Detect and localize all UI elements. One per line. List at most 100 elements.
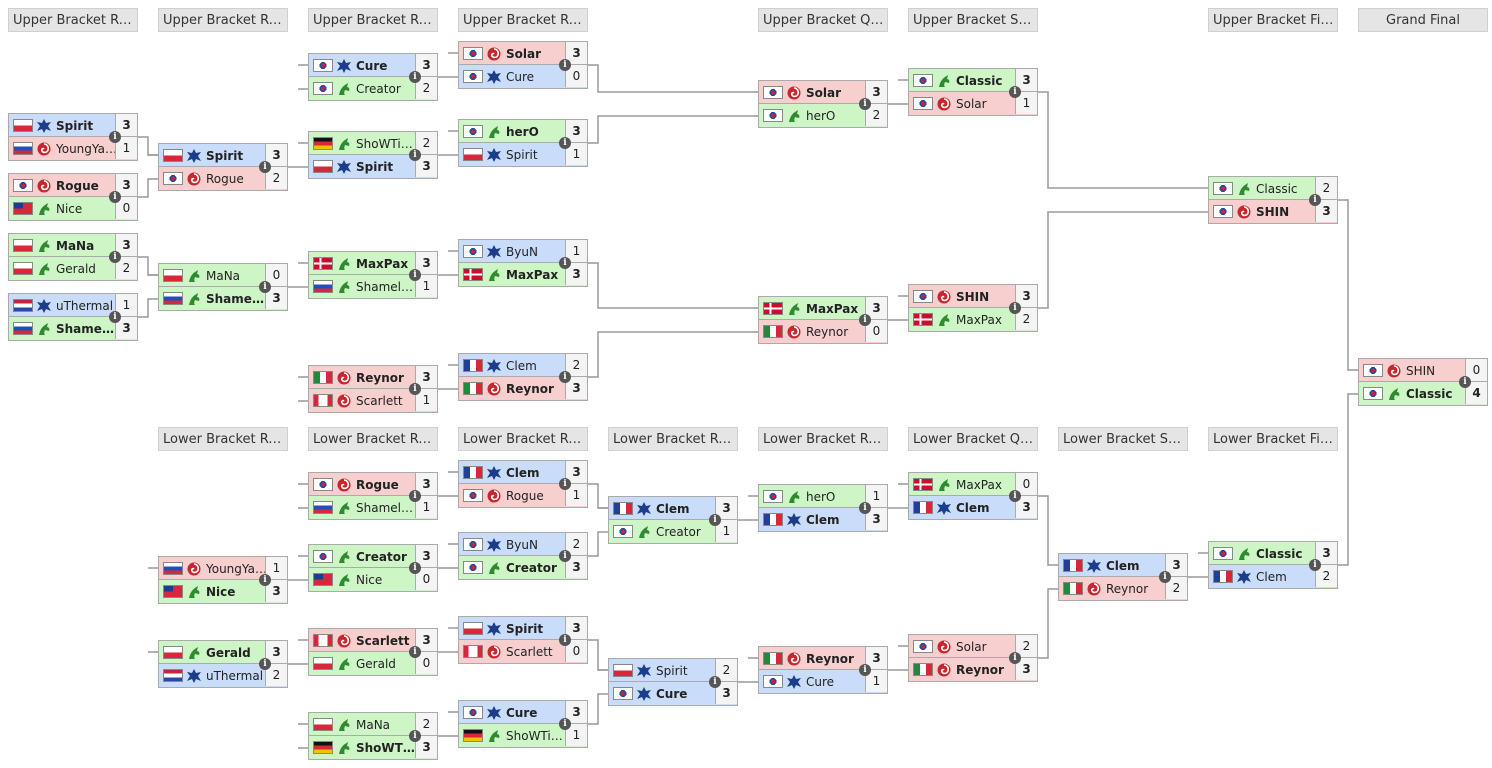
- player-name[interactable]: SHIN: [956, 290, 990, 304]
- player-name[interactable]: Classic: [1406, 387, 1453, 401]
- player-name[interactable]: Cure: [506, 70, 535, 84]
- player-name[interactable]: Reynor: [956, 663, 1004, 677]
- player-name[interactable]: Spirit: [206, 149, 244, 163]
- match-info-icon[interactable]: i: [109, 311, 121, 323]
- player-name[interactable]: Solar: [506, 47, 542, 61]
- player-name[interactable]: MaxPax: [956, 313, 1002, 327]
- match-info-icon[interactable]: i: [559, 257, 571, 269]
- match-info-icon[interactable]: i: [559, 371, 571, 383]
- match-info-icon[interactable]: i: [1009, 302, 1021, 314]
- player-name[interactable]: Scarlett: [356, 634, 410, 648]
- match-info-icon[interactable]: i: [709, 514, 721, 526]
- player-name[interactable]: Reynor: [1106, 582, 1149, 596]
- match-info-icon[interactable]: i: [409, 383, 421, 395]
- player-name[interactable]: Gerald: [56, 262, 96, 276]
- match-info-icon[interactable]: i: [859, 664, 871, 676]
- player-name[interactable]: YoungYakov: [56, 142, 118, 156]
- player-name[interactable]: MaxPax: [806, 302, 859, 316]
- player-name[interactable]: YoungYakov: [206, 562, 268, 576]
- match-info-icon[interactable]: i: [1159, 571, 1171, 583]
- player-name[interactable]: Reynor: [356, 371, 404, 385]
- player-name[interactable]: Cure: [506, 706, 538, 720]
- player-name[interactable]: Gerald: [356, 657, 396, 671]
- player-name[interactable]: ShoWTimE: [506, 729, 568, 743]
- match-info-icon[interactable]: i: [1009, 490, 1021, 502]
- player-name[interactable]: ShoWTimE: [356, 137, 418, 151]
- match-info-icon[interactable]: i: [859, 98, 871, 110]
- player-name[interactable]: Classic: [956, 74, 1003, 88]
- match-info-icon[interactable]: i: [109, 251, 121, 263]
- player-name[interactable]: MaNa: [56, 239, 95, 253]
- player-name[interactable]: Spirit: [356, 160, 394, 174]
- player-name[interactable]: Rogue: [56, 179, 99, 193]
- player-name[interactable]: Classic: [1256, 182, 1298, 196]
- player-name[interactable]: Shameless: [356, 501, 418, 515]
- match-info-icon[interactable]: i: [1459, 376, 1471, 388]
- player-name[interactable]: Spirit: [56, 119, 94, 133]
- match-info-icon[interactable]: i: [559, 634, 571, 646]
- player-name[interactable]: Creator: [356, 82, 401, 96]
- match-info-icon[interactable]: i: [559, 137, 571, 149]
- match-info-icon[interactable]: i: [1009, 86, 1021, 98]
- match-info-icon[interactable]: i: [409, 149, 421, 161]
- match-info-icon[interactable]: i: [259, 281, 271, 293]
- player-name[interactable]: Reynor: [806, 652, 854, 666]
- player-name[interactable]: Clem: [1106, 559, 1140, 573]
- player-name[interactable]: Gerald: [206, 646, 251, 660]
- player-name[interactable]: Spirit: [506, 148, 538, 162]
- match-info-icon[interactable]: i: [1009, 652, 1021, 664]
- player-name[interactable]: Classic: [1256, 547, 1303, 561]
- match-info-icon[interactable]: i: [259, 161, 271, 173]
- player-name[interactable]: Scarlett: [506, 645, 553, 659]
- player-name[interactable]: Clem: [1256, 570, 1287, 584]
- player-name[interactable]: Clem: [656, 502, 690, 516]
- player-name[interactable]: Cure: [806, 675, 835, 689]
- player-name[interactable]: Shameless: [56, 322, 118, 336]
- player-name[interactable]: Creator: [506, 561, 557, 575]
- player-name[interactable]: Creator: [656, 525, 701, 539]
- match-info-icon[interactable]: i: [409, 71, 421, 83]
- player-name[interactable]: Solar: [806, 86, 842, 100]
- match-info-icon[interactable]: i: [1309, 559, 1321, 571]
- player-name[interactable]: ByuN: [506, 245, 538, 259]
- player-name[interactable]: Spirit: [506, 622, 544, 636]
- match-info-icon[interactable]: i: [1309, 194, 1321, 206]
- match-info-icon[interactable]: i: [559, 59, 571, 71]
- player-name[interactable]: Reynor: [506, 382, 554, 396]
- player-name[interactable]: Solar: [956, 640, 987, 654]
- player-name[interactable]: herO: [506, 125, 539, 139]
- player-name[interactable]: Rogue: [206, 172, 244, 186]
- player-name[interactable]: Creator: [356, 550, 407, 564]
- player-name[interactable]: ByuN: [506, 538, 538, 552]
- player-name[interactable]: Clem: [506, 466, 540, 480]
- match-info-icon[interactable]: i: [259, 658, 271, 670]
- player-name[interactable]: MaxPax: [356, 257, 409, 271]
- player-name[interactable]: uThermal: [206, 669, 264, 683]
- match-info-icon[interactable]: i: [109, 131, 121, 143]
- player-name[interactable]: Nice: [56, 202, 83, 216]
- player-name[interactable]: MaNa: [206, 269, 241, 283]
- player-name[interactable]: Reynor: [806, 325, 849, 339]
- player-name[interactable]: herO: [806, 490, 836, 504]
- match-info-icon[interactable]: i: [409, 269, 421, 281]
- match-info-icon[interactable]: i: [859, 502, 871, 514]
